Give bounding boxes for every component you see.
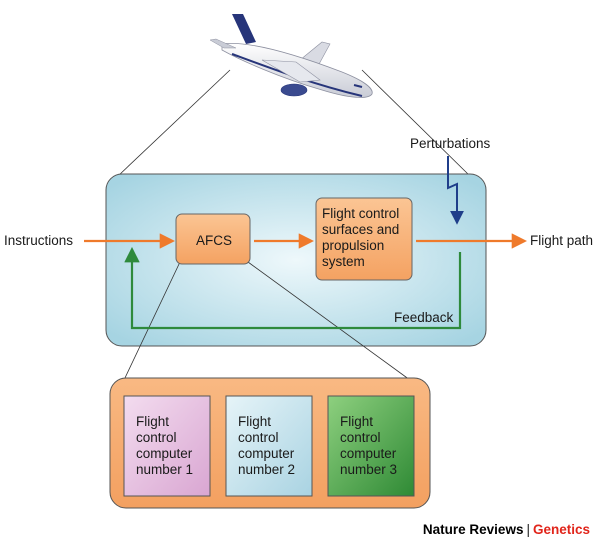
airplane-icon <box>209 14 373 98</box>
projection-line-afcs-right <box>247 261 411 381</box>
computer-label-line: computer <box>340 446 397 461</box>
afcs-node <box>175 213 251 265</box>
publisher-name: Nature Reviews <box>422 522 524 537</box>
surfaces-label-line: surfaces and <box>322 222 400 237</box>
label-perturbations: Perturbations <box>410 136 491 151</box>
computer-label-line: Flight <box>238 414 272 429</box>
computer-box-3 <box>327 395 415 497</box>
computer-label-line: control <box>340 430 381 445</box>
label-instructions: Instructions <box>4 233 74 248</box>
computer-box-2 <box>225 395 313 497</box>
surfaces-label-line: system <box>322 254 365 269</box>
publisher-separator: | <box>526 522 530 537</box>
projection-line-right <box>361 69 471 177</box>
computer-label-line: control <box>238 430 279 445</box>
computer-2-label: Flight control computer number 2 <box>238 414 295 478</box>
surfaces-node <box>315 197 413 281</box>
surfaces-label-line: Flight control <box>322 206 400 221</box>
projection-line-afcs-left <box>123 261 181 381</box>
afcs-label: AFCS <box>196 233 233 248</box>
computer-3-label: Flight control computer number 3 <box>340 414 397 478</box>
surfaces-label-line: propulsion <box>322 238 385 253</box>
computer-box-1 <box>123 395 211 497</box>
publisher-credit: Nature Reviews|Genetics <box>423 522 590 537</box>
computer-label-line: computer <box>238 446 295 461</box>
computer-label-line: number 3 <box>340 462 398 477</box>
surfaces-label: Flight control surfaces and propulsion s… <box>322 206 399 270</box>
computer-label-line: control <box>136 430 177 445</box>
label-feedback: Feedback <box>394 310 454 325</box>
journal-name: Genetics <box>532 522 590 537</box>
computer-label-line: Flight <box>340 414 374 429</box>
computer-1-label: Flight control computer number 1 <box>136 414 193 478</box>
feedback-loop-arrow <box>124 246 462 330</box>
computer-label-line: Flight <box>136 414 170 429</box>
computer-label-line: number 1 <box>136 462 194 477</box>
label-flight-path: Flight path <box>530 233 594 248</box>
computer-label-line: computer <box>136 446 193 461</box>
perturbation-arrow <box>447 156 464 225</box>
computer-label-line: number 2 <box>238 462 296 477</box>
projection-line-left <box>117 69 231 177</box>
